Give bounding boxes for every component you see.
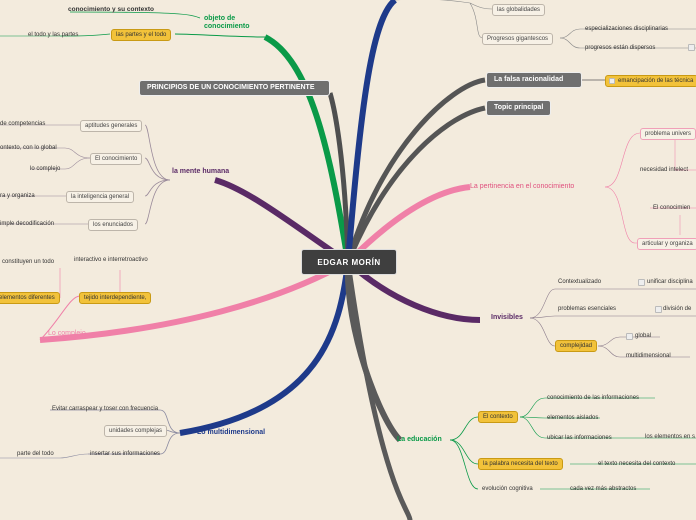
item-division[interactable]: división de xyxy=(663,306,692,312)
item-conocimiento-contexto[interactable]: conocimiento y su contexto xyxy=(68,6,154,13)
main-topic-principal[interactable]: Topic principal xyxy=(486,100,552,116)
item-conocimiento-informaciones[interactable]: conocimiento de las informaciones xyxy=(547,395,640,401)
item-carraspear[interactable]: Evitar carraspear y toser con frecuencia xyxy=(52,406,159,412)
item-problema-universal[interactable]: problema univers xyxy=(640,128,696,140)
item-palabra-texto[interactable]: la palabra necesita del texto xyxy=(478,458,563,470)
item-complejidad[interactable]: complejidad xyxy=(555,340,598,352)
item-multidimensional[interactable]: multidimensional xyxy=(626,353,671,359)
item-constituyen-todo[interactable]: constituyen un todo xyxy=(2,259,55,265)
item-lo-complejo[interactable]: lo complejo xyxy=(30,166,61,172)
item-evolucion-cognitiva[interactable]: evolución cognitiva xyxy=(482,486,533,492)
checkbox-icon[interactable] xyxy=(638,279,645,286)
item-elementos-aislados[interactable]: elementos aislados xyxy=(547,415,599,421)
item-progresos-dispersos[interactable]: progresos están dispersos xyxy=(585,45,656,51)
item-todo-partes[interactable]: el todo y las partes xyxy=(28,32,79,38)
item-necesidad-intelectual[interactable]: necesidad intelect xyxy=(640,167,689,173)
item-unidades-complejas[interactable]: unidades complejas xyxy=(104,425,168,437)
item-insertar-informaciones[interactable]: insertar sus informaciones xyxy=(90,451,161,457)
item-el-contexto[interactable]: El contexto xyxy=(478,411,518,423)
main-topic-pertinencia[interactable]: La pertinencia en el conocimiento xyxy=(470,183,575,190)
item-ubicar-informaciones[interactable]: ubicar las informaciones xyxy=(547,435,612,441)
item-especializaciones[interactable]: especializaciones disciplinarias xyxy=(585,26,669,32)
item-inteligencia-general[interactable]: la inteligencia general xyxy=(66,191,135,203)
item-competencias[interactable]: de competencias xyxy=(0,121,46,127)
item-organiza[interactable]: ra y organiza xyxy=(0,193,35,199)
item-parte-del-todo[interactable]: parte del todo xyxy=(17,451,54,457)
item-problemas-esenciales[interactable]: problemas esenciales xyxy=(558,306,617,312)
item-emancipacion-label: emancipación de las técnica xyxy=(618,78,694,84)
main-topic-multidimensional[interactable]: Lo multidimensional xyxy=(197,429,266,436)
main-topic-mente-humana[interactable]: la mente humana xyxy=(172,168,230,175)
item-el-conocimiento-p[interactable]: El conocimien xyxy=(653,205,691,211)
main-topic-lo-complejo[interactable]: Lo complejo xyxy=(48,330,86,337)
item-elementos-diferentes[interactable]: elementos diferentes xyxy=(0,292,60,304)
central-topic[interactable]: EDGAR MORÍN xyxy=(301,249,397,275)
item-unificar-disciplina[interactable]: unificar disciplina xyxy=(647,279,693,285)
item-globalidades[interactable]: las globalidades xyxy=(492,4,546,16)
item-abstractos[interactable]: cada vez más abstractos xyxy=(570,486,637,492)
item-articular-organizar[interactable]: articular y organiza xyxy=(637,238,696,250)
checkbox-icon xyxy=(609,78,615,84)
item-partes-todo[interactable]: las partes y el todo xyxy=(111,29,172,41)
item-enunciados[interactable]: los enunciados xyxy=(88,219,139,231)
checkbox-icon[interactable] xyxy=(626,333,633,340)
item-tejido-interdependiente[interactable]: tejido interdependiente, xyxy=(79,292,152,304)
item-interactivo[interactable]: interactivo e interretroactivo xyxy=(74,257,148,263)
main-topic-objeto[interactable]: objeto de conocimiento xyxy=(204,15,250,31)
item-el-conocimiento[interactable]: El conocimiento xyxy=(90,153,143,165)
main-topic-falsa-racionalidad[interactable]: La falsa racionalidad xyxy=(486,72,582,88)
main-topic-educacion[interactable]: La educación xyxy=(397,436,442,443)
item-aptitudes[interactable]: aptitudes generales xyxy=(80,120,143,132)
main-topic-principios[interactable]: PRINCIPIOS DE UN CONOCIMIENTO PERTINENTE xyxy=(139,80,330,96)
main-topic-invisibles[interactable]: Invisibles xyxy=(491,314,523,321)
item-global[interactable]: global xyxy=(635,333,652,339)
item-texto-contexto[interactable]: el texto necesita del contexto xyxy=(598,461,676,467)
checkbox-icon[interactable] xyxy=(688,44,695,51)
item-contexto-global[interactable]: ontexto, con lo global xyxy=(0,145,57,151)
item-decodificacion[interactable]: imple decodificación xyxy=(0,221,55,227)
checkbox-icon[interactable] xyxy=(655,306,662,313)
item-emancipacion[interactable]: emancipación de las técnica xyxy=(605,75,696,87)
item-contextualizado[interactable]: Contextualizado xyxy=(558,279,602,285)
item-progresos-gigantescos[interactable]: Progresos gigantescos xyxy=(482,33,554,45)
item-elementos-en-s[interactable]: los elementos en s xyxy=(645,434,696,440)
central-topic-label: EDGAR MORÍN xyxy=(317,257,381,267)
